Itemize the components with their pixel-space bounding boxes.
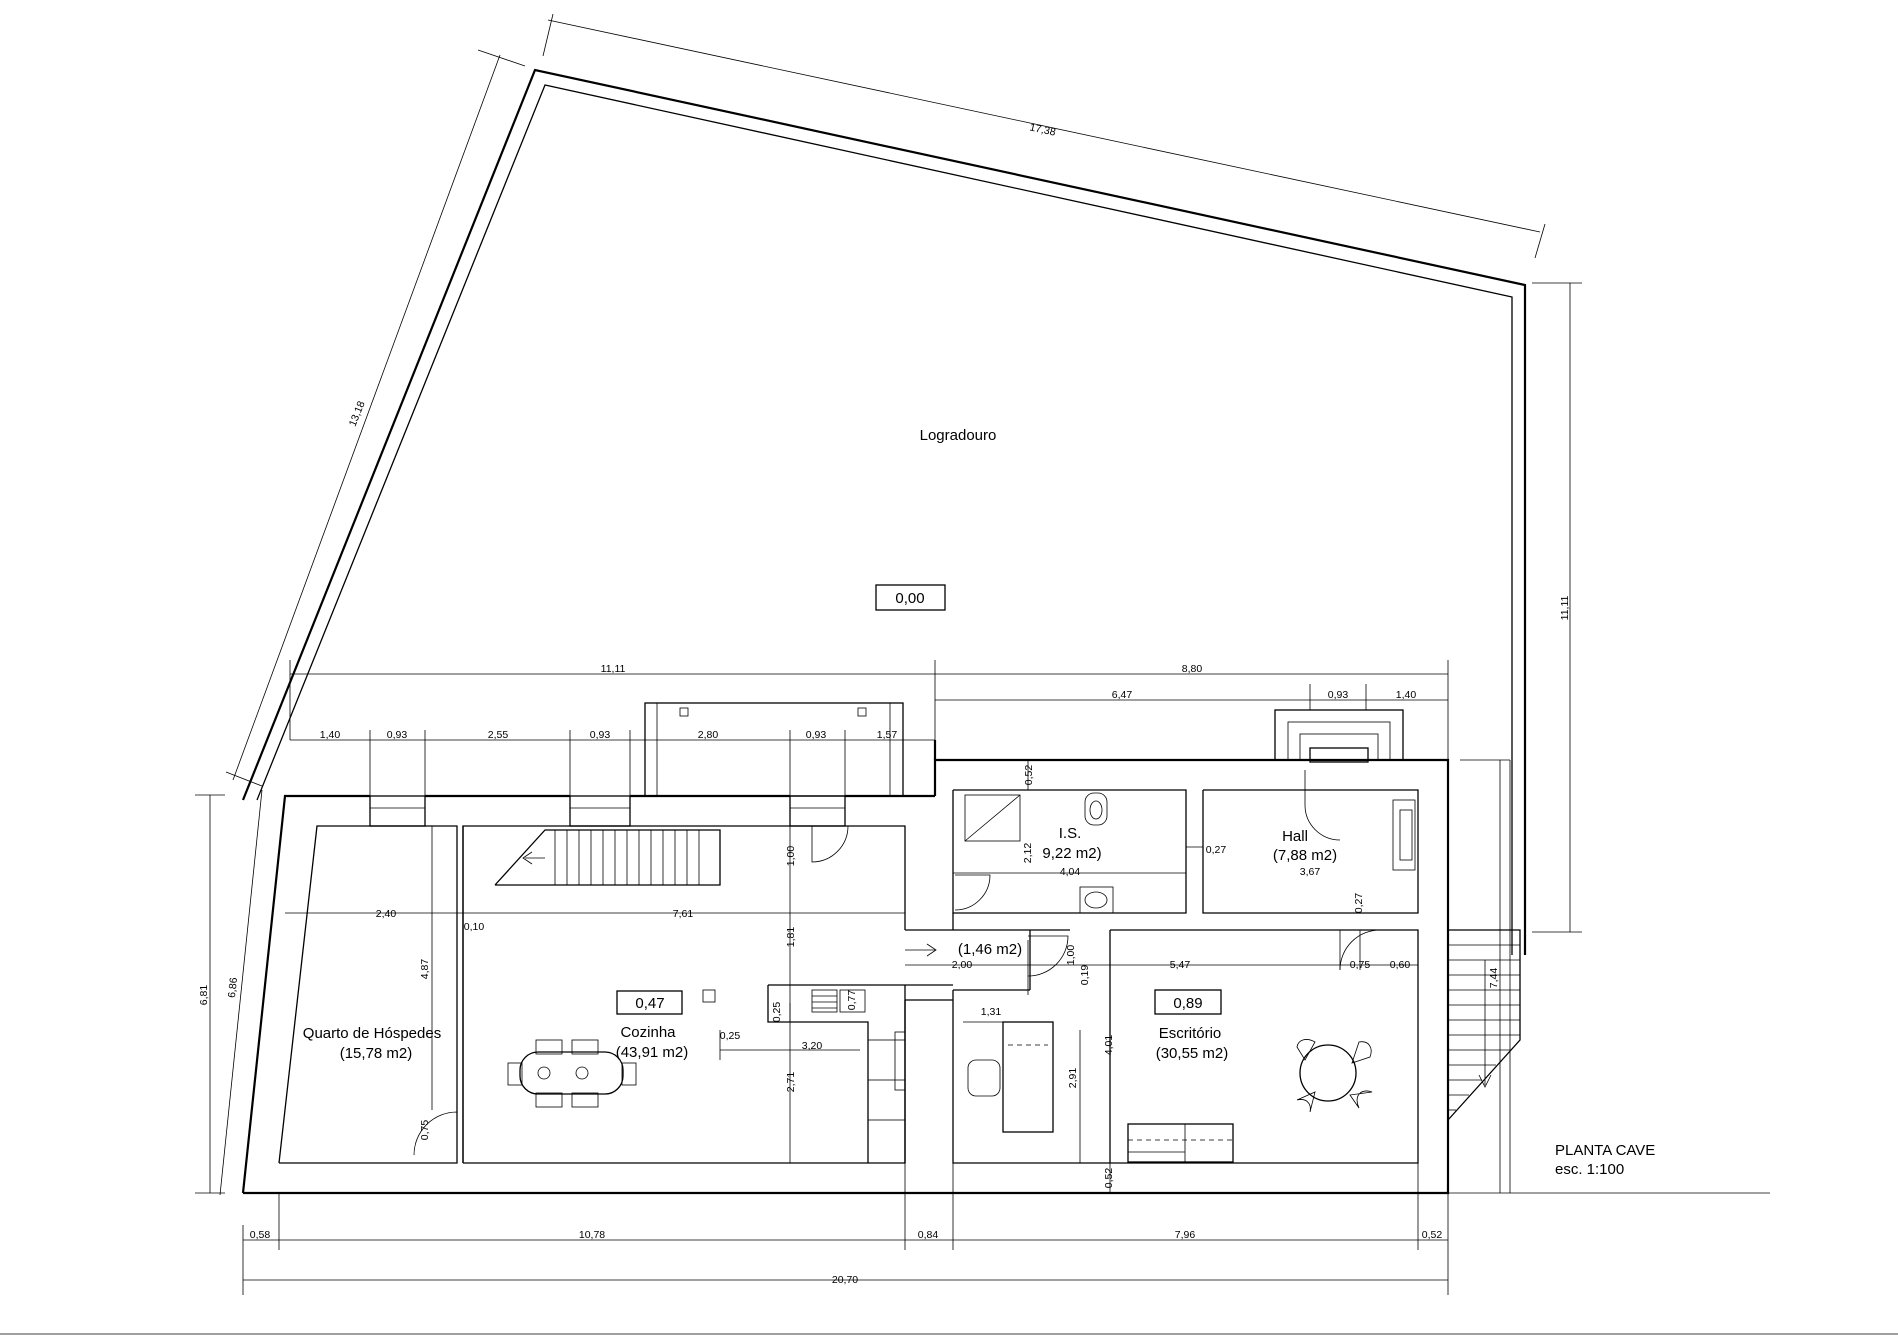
site-boundary	[241, 68, 1527, 955]
caption-scale: esc. 1:100	[1555, 1161, 1624, 1178]
dim-coz-h1: 1,81	[785, 927, 797, 948]
pergola	[644, 702, 904, 797]
level-markers: 0,00 0,47 0,89	[616, 584, 1222, 1015]
room-cozinha-name: Cozinha	[620, 1024, 676, 1041]
room-hall-area: (7,88 m2)	[1273, 847, 1337, 864]
dim-site-top: 17,38	[1029, 121, 1057, 138]
bathroom-fixtures	[953, 792, 1186, 914]
room-cozinha-area: (43,91 m2)	[616, 1044, 689, 1061]
dim-quarto-h: 4,87	[419, 959, 431, 980]
room-labels: Logradouro I.S. 9,22 m2) Hall (7,88 m2) …	[303, 427, 1337, 1062]
dim-desk-w: 1,31	[981, 1006, 1002, 1018]
room-corridor-area: (1,46 m2)	[958, 941, 1022, 958]
dim-hall-width: 3,67	[1300, 866, 1321, 878]
dim-top-right-total: 8,80	[1182, 663, 1203, 675]
windows	[369, 709, 1404, 827]
dim-esc-h2: 4,01	[1103, 1035, 1115, 1056]
dim-corr-w: 2,00	[952, 959, 973, 971]
dim-w3: 2,55	[488, 729, 509, 741]
dim-site-left: 13,18	[347, 399, 368, 428]
level-escritorio: 0,89	[1173, 995, 1202, 1012]
room-hall-name: Hall	[1282, 828, 1308, 845]
room-logradouro: Logradouro	[920, 427, 997, 444]
dim-top-right-sub: 6,47	[1112, 689, 1133, 701]
dim-w4: 0,93	[590, 729, 611, 741]
dim-b2: 10,78	[579, 1229, 605, 1241]
dim-total: 20,70	[832, 1274, 858, 1286]
dim-b1: 0,58	[250, 1229, 271, 1241]
kitchen-stairs	[494, 829, 721, 886]
room-quarto-name: Quarto de Hóspedes	[303, 1025, 441, 1042]
level-logradouro: 0,00	[895, 590, 924, 607]
dim-is-width: 4,04	[1060, 866, 1081, 878]
dim-is-height: 2,12	[1022, 843, 1034, 864]
dim-w6: 0,93	[806, 729, 827, 741]
room-is-name: I.S.	[1059, 825, 1082, 842]
dining-table	[507, 1039, 637, 1108]
exterior-stairs	[1447, 760, 1521, 1193]
dim-bench-h: 0,25	[771, 1002, 783, 1023]
caption-title: PLANTA CAVE	[1555, 1142, 1655, 1159]
dim-left-681: 6,81	[198, 985, 210, 1006]
dim-quarto-w: 2,40	[376, 908, 397, 920]
room-quarto-area: (15,78 m2)	[340, 1045, 413, 1062]
plan-caption: PLANTA CAVE esc. 1:100	[1555, 1142, 1655, 1178]
dim-esc-019: 0,19	[1079, 965, 1091, 986]
dim-w2: 0,93	[387, 729, 408, 741]
room-escritorio-area: (30,55 m2)	[1156, 1045, 1229, 1062]
dim-esc-right: 0,60	[1390, 959, 1411, 971]
room-escritorio-name: Escritório	[1159, 1025, 1222, 1042]
dim-bench-len: 3,20	[802, 1040, 823, 1052]
dim-hall-window: 0,93	[1328, 689, 1349, 701]
dim-esc-bot: 0,52	[1103, 1168, 1115, 1189]
site-dimensions	[225, 13, 1582, 933]
dim-coz-h2: 2,71	[785, 1072, 797, 1093]
dim-quarto-door: 0,75	[419, 1120, 431, 1141]
dim-hall-door: 0,75	[1350, 959, 1371, 971]
dim-w1: 1,40	[320, 729, 341, 741]
dim-bench-gap: 0,25	[720, 1030, 741, 1042]
room-is-area: 9,22 m2)	[1042, 845, 1101, 862]
dim-left-686: 6,86	[226, 977, 240, 999]
dim-w5: 2,80	[698, 729, 719, 741]
hall-cabinet	[1392, 799, 1416, 871]
dim-b3: 0,84	[918, 1229, 939, 1241]
dim-esc-top: 5,47	[1170, 959, 1191, 971]
dim-wall-010: 0,10	[464, 921, 485, 933]
dim-hall-bottom: 0,27	[1353, 893, 1365, 914]
dim-top-left-total: 11,11	[601, 663, 626, 675]
doors	[413, 770, 1381, 1156]
dim-b4: 7,96	[1175, 1229, 1196, 1241]
dim-bench-w: 0,77	[846, 990, 858, 1011]
dim-esc-h1: 2,91	[1067, 1068, 1079, 1089]
dimension-lines	[0, 660, 1898, 1335]
dim-stair-h: 1,00	[785, 846, 797, 867]
dim-stair-r: 7,44	[1488, 968, 1500, 989]
dim-site-right: 11,11	[1559, 595, 1571, 620]
level-cozinha: 0,47	[635, 995, 664, 1012]
dim-b5: 0,52	[1422, 1229, 1443, 1241]
dimension-labels: 17,38 13,18 11,11 11,11 8,80 6,47 0,93 1…	[198, 121, 1571, 1286]
kitchen-bench	[702, 984, 906, 1164]
dim-corr-h: 1,00	[1065, 945, 1077, 966]
dim-is-hall-gap: 0,27	[1206, 844, 1227, 856]
dim-cozinha-w: 7,61	[673, 908, 694, 920]
dim-w7: 1,57	[877, 729, 898, 741]
dim-is-top: 0,52	[1023, 765, 1035, 786]
office-furniture	[967, 1021, 1373, 1163]
dim-hall-right: 1,40	[1396, 689, 1417, 701]
